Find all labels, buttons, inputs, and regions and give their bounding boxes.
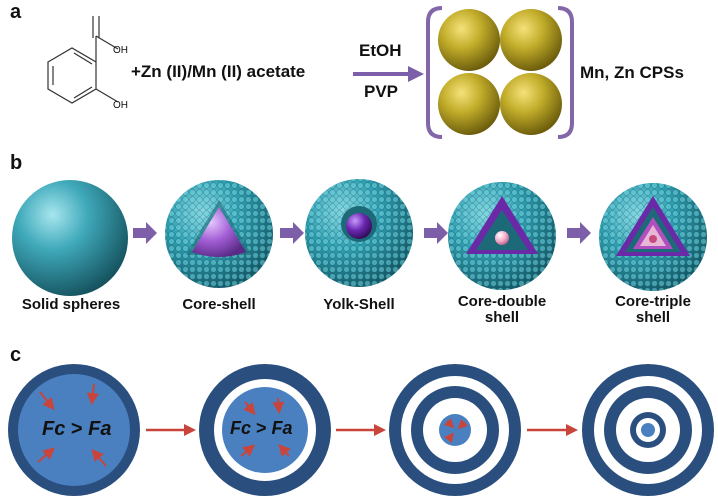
transition-arrowhead: [566, 424, 578, 436]
ring-stage-2: [199, 364, 331, 496]
gold-sphere: [500, 73, 562, 135]
core-triple-shell-sphere: [599, 183, 707, 291]
force-inequality-2: Fc > Fa: [230, 418, 293, 439]
stage-arrow: [280, 222, 304, 244]
greater-than: >: [65, 418, 89, 440]
stage-arrow: [567, 222, 591, 244]
stage-label-core-triple-shell: Core-triple shell: [615, 293, 691, 326]
oh-acid-label: OH: [113, 45, 128, 56]
right-bracket: [557, 6, 574, 139]
product-label: Mn, Zn CPSs: [580, 63, 684, 82]
panel-label-a: a: [10, 1, 22, 23]
ring-stage-4: [582, 364, 714, 496]
transition-arrowhead: [374, 424, 386, 436]
stage-arrow: [133, 222, 157, 244]
gold-sphere: [438, 9, 500, 71]
contraction-arrows: [240, 397, 291, 457]
panel-label-c: c: [10, 344, 22, 366]
force-inequality-1: Fc > Fa: [42, 418, 111, 441]
solid-sphere: [12, 180, 128, 296]
fa-symbol: Fa: [271, 418, 293, 438]
panel-label-b: b: [10, 152, 23, 174]
fa-symbol: Fa: [88, 418, 112, 440]
salicylic-acid-structure: [47, 16, 119, 104]
solvent-label: EtOH: [359, 41, 402, 60]
stage-label-yolk-shell: Yolk-Shell: [323, 296, 395, 313]
stage-arrows: [133, 222, 591, 244]
stage-label-core-shell: Core-shell: [182, 296, 256, 313]
additive-label: PVP: [364, 82, 399, 101]
gold-sphere: [500, 9, 562, 71]
reaction-arrowhead: [408, 66, 424, 82]
core-double-shell-sphere: [448, 182, 556, 290]
reagent-text: +Zn (II)/Mn (II) acetate: [131, 62, 306, 81]
fc-symbol: Fc: [42, 418, 66, 440]
gold-sphere: [438, 73, 500, 135]
contraction-arrows: [37, 383, 107, 467]
transition-arrowhead: [184, 424, 196, 436]
stage-label-core-double-shell: Core-double shell: [457, 293, 547, 326]
greater-than: >: [251, 418, 272, 438]
contraction-arrows: [444, 418, 468, 443]
stage-arrow: [424, 222, 448, 244]
core-shell-sphere: [165, 180, 273, 288]
fc-symbol: Fc: [230, 418, 252, 438]
oh-phenol-label: OH: [113, 100, 128, 111]
stage-label-solid-spheres: Solid spheres: [21, 296, 121, 313]
yolk-shell-sphere: [305, 179, 413, 287]
ring-stage-1: [8, 364, 140, 496]
ring-stage-3: [389, 364, 521, 496]
left-bracket: [426, 6, 443, 139]
